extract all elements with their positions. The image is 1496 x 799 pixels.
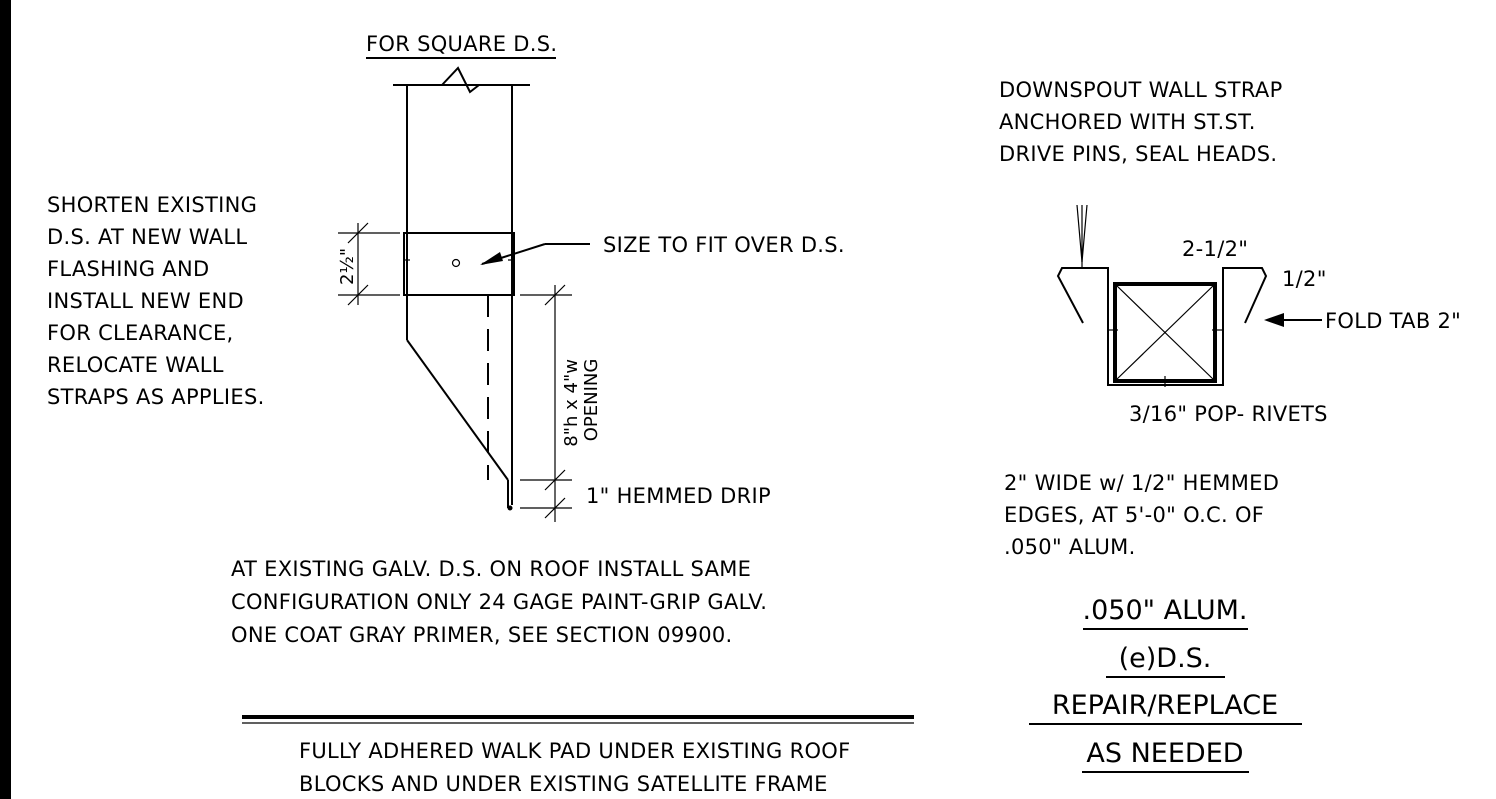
size-callout: SIZE TO FIT OVER D.S. <box>603 233 845 257</box>
dim-sleeve-height <box>338 222 400 306</box>
dim-tab-label: 1/2" <box>1282 267 1327 291</box>
dim-top-label: 2½" <box>337 248 358 285</box>
strap-note: DOWNSPOUT WALL STRAP ANCHORED WITH ST.ST… <box>999 78 1290 166</box>
right-title-2: (e)D.S. <box>1119 643 1212 674</box>
size-leader <box>480 243 590 265</box>
fold-tab-leader <box>1264 313 1322 327</box>
left-note: SHORTEN EXISTING D.S. AT NEW WALL FLASHI… <box>47 193 265 409</box>
drip-callout: 1" HEMMED DRIP <box>586 484 771 508</box>
fold-tab-callout: FOLD TAB 2" <box>1325 309 1461 333</box>
left-detail-title: FOR SQUARE D.S. <box>366 32 557 56</box>
sheet-border <box>0 0 11 799</box>
right-title-1: .050" ALUM. <box>1083 595 1248 626</box>
strap-spec-note: 2" WIDE w/ 1/2" HEMMED EDGES, AT 5'-0" O… <box>1004 471 1286 559</box>
strap-plan <box>1056 204 1268 387</box>
right-title-3: REPAIR/REPLACE <box>1052 690 1278 721</box>
dim-opening <box>520 284 572 522</box>
dim-opening-label: 8"h x 4"w OPENING <box>561 353 602 446</box>
rivets-label: 3/16" POP- RIVETS <box>1129 402 1328 426</box>
downspout-elevation <box>393 66 530 511</box>
galv-note: AT EXISTING GALV. D.S. ON ROOF INSTALL S… <box>231 557 774 647</box>
dim-width-label: 2-1/2" <box>1182 237 1248 261</box>
walk-pad-note: FULLY ADHERED WALK PAD UNDER EXISTING RO… <box>299 739 857 796</box>
right-title-4: AS NEEDED <box>1086 738 1243 769</box>
